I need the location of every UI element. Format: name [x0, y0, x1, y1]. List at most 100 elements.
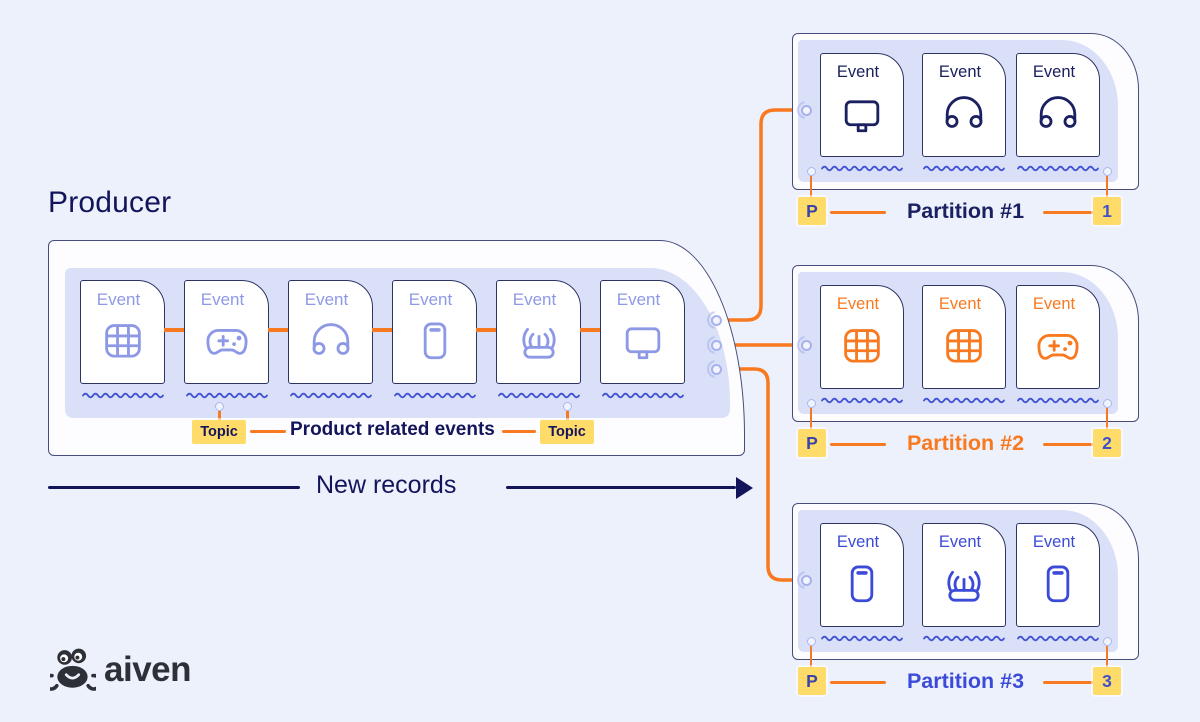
event-card: Event — [820, 523, 904, 627]
new-records-label: New records — [316, 471, 457, 499]
new-records-line-left — [48, 486, 300, 489]
partition-key-badge: P — [798, 197, 826, 225]
card-link-line — [372, 328, 392, 332]
wave-underline — [1017, 165, 1099, 172]
event-card: Event — [922, 523, 1006, 627]
event-card: Event — [1016, 285, 1100, 389]
event-card-slot: Event — [80, 280, 165, 404]
wave-underline — [923, 165, 1005, 172]
headphones-icon-holder — [1034, 90, 1082, 138]
event-card-label: Event — [1032, 533, 1076, 551]
event-card: Event — [922, 53, 1006, 157]
aiven-logo: aiven — [50, 648, 192, 692]
router-icon — [521, 327, 556, 359]
event-card-slot: Event — [922, 285, 1006, 409]
event-card-slot: Event — [820, 523, 904, 647]
event-card-slot: Event — [922, 523, 1006, 647]
wave-underline — [1017, 397, 1099, 404]
new-records-arrowhead-icon — [736, 477, 753, 499]
keyboard-icon-holder — [838, 322, 886, 370]
topic-caption-line-right — [502, 430, 536, 433]
wave-underline — [185, 392, 268, 399]
partition-input-port — [800, 104, 812, 116]
event-card: Event — [184, 280, 269, 384]
title-line — [830, 681, 886, 684]
title-line — [1043, 681, 1093, 684]
event-card-label: Event — [512, 290, 557, 309]
event-card-label: Event — [616, 290, 661, 309]
partition-index-badge: 2 — [1093, 429, 1121, 457]
event-card-label: Event — [836, 63, 880, 81]
card-link-line — [580, 328, 600, 332]
phone-icon — [1046, 565, 1070, 603]
partition-index-badge: 1 — [1093, 197, 1121, 225]
partition-2: Event Event Event — [792, 265, 1139, 465]
headphones-icon — [1039, 96, 1077, 128]
event-card-label: Event — [938, 533, 982, 551]
router-icon-holder — [515, 317, 563, 365]
router-icon-holder — [940, 560, 988, 608]
monitor-icon-holder — [838, 90, 886, 138]
partition-index-badge: 3 — [1093, 667, 1121, 695]
controller-icon — [205, 329, 248, 355]
partition-title: Partition #2 — [906, 431, 1025, 455]
event-card: Event — [820, 285, 904, 389]
title-line — [1043, 443, 1093, 446]
event-card-label: Event — [304, 290, 349, 309]
partition-title: Partition #1 — [906, 199, 1025, 223]
topic-badge-left: Topic — [192, 420, 246, 444]
phone-icon-holder — [1034, 560, 1082, 608]
topic-caption-line-left — [250, 430, 286, 433]
event-card: Event — [288, 280, 373, 384]
badge-stub — [1105, 408, 1109, 431]
phone-icon-holder — [411, 317, 459, 365]
event-card-label: Event — [1032, 295, 1076, 313]
event-card: Event — [496, 280, 581, 384]
partition-key-badge: P — [798, 667, 826, 695]
event-card-slot: Event — [600, 280, 685, 404]
event-card-slot: Event — [1016, 523, 1100, 647]
wave-underline — [821, 165, 903, 172]
headphones-icon-holder — [307, 317, 355, 365]
event-card-label: Event — [408, 290, 453, 309]
controller-icon — [1037, 334, 1079, 360]
title-line — [830, 211, 886, 214]
partition-key-badge: P — [798, 429, 826, 457]
wave-underline — [923, 397, 1005, 404]
controller-icon-holder — [203, 317, 251, 365]
producer-title: Producer — [48, 186, 172, 219]
wave-underline — [289, 392, 372, 399]
topic-port-left — [214, 401, 224, 411]
event-card-label: Event — [1032, 63, 1076, 81]
badge-stub — [809, 176, 813, 199]
new-records-line-right — [506, 486, 736, 489]
badge-stub — [809, 408, 813, 431]
topic-stub-right — [566, 411, 569, 422]
event-card-slot: Event — [288, 280, 373, 404]
card-link-line — [476, 328, 496, 332]
event-card: Event — [820, 53, 904, 157]
monitor-icon — [844, 100, 880, 133]
wave-underline — [601, 392, 684, 399]
keyboard-icon — [946, 329, 982, 363]
logo-wordmark: aiven — [104, 650, 192, 689]
badge-stub — [1105, 646, 1109, 669]
partition-input-port — [800, 574, 812, 586]
partition-index-port — [1102, 636, 1112, 646]
event-card-label: Event — [938, 63, 982, 81]
wave-underline — [821, 635, 903, 642]
card-link-line — [164, 328, 184, 332]
topic-port-right — [562, 401, 572, 411]
router-icon — [947, 570, 981, 602]
event-card-label: Event — [200, 290, 245, 309]
headphones-icon — [945, 96, 983, 128]
producer-output-port-2 — [710, 339, 722, 351]
monitor-icon-holder — [619, 317, 667, 365]
phone-icon — [423, 322, 446, 360]
event-card: Event — [80, 280, 165, 384]
headphones-icon — [312, 323, 349, 355]
keyboard-icon — [844, 329, 880, 363]
event-card-label: Event — [938, 295, 982, 313]
event-card: Event — [600, 280, 685, 384]
